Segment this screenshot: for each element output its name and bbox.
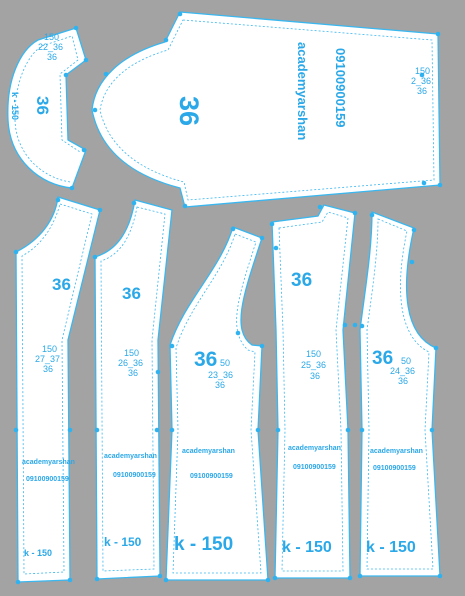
back-2-code: k - 150 <box>282 539 332 556</box>
collar-outline <box>7 27 87 189</box>
collar-piece[interactable]: 150 22_36 36 36 k - 150 <box>7 25 89 191</box>
back-1-outline <box>165 226 269 581</box>
collar-code-label: k - 150 <box>10 92 20 120</box>
back-2-phone: 09100900159 <box>293 464 336 471</box>
front-piece-1[interactable]: 36 150 27_37 36 academyarshan 0910090015… <box>13 196 103 585</box>
front-1-measure-2: 27_37 <box>35 354 60 364</box>
side-seam <box>366 218 434 570</box>
side-nodes <box>357 212 443 579</box>
sleeve-measure-3: 36 <box>417 86 427 96</box>
front-1-nodes <box>13 197 103 585</box>
side-measure-3: 36 <box>398 376 408 386</box>
sleeve-seam <box>99 19 435 201</box>
front-1-measure-1: 150 <box>42 344 57 354</box>
back-2-brand: academyarshan <box>288 445 341 452</box>
front-2-code: k - 150 <box>104 535 142 549</box>
front-1-brand: academyarshan <box>22 459 75 466</box>
front-1-size-label: 36 <box>52 275 71 294</box>
sleeve-nodes <box>92 11 443 209</box>
front-1-measure-3: 36 <box>43 364 53 374</box>
sleeve-measure-1: 150 <box>415 66 430 76</box>
back-2-measure-1: 150 <box>306 349 321 359</box>
front-1-phone: 09100900159 <box>26 476 69 483</box>
front-2-measure-3: 36 <box>128 368 138 378</box>
collar-nodes <box>63 25 89 191</box>
side-brand: academyarshan <box>370 448 423 455</box>
collar-seam <box>14 35 81 183</box>
back-1-brand: academyarshan <box>182 448 235 455</box>
collar-size-label: 36 <box>33 96 52 115</box>
side-measure-2: 24_36 <box>390 366 415 376</box>
side-outline <box>359 211 441 577</box>
front-1-seam <box>21 203 93 575</box>
back-1-size-label: 36 <box>194 348 217 371</box>
back-2-measure-3: 36 <box>310 371 320 381</box>
back-1-nodes <box>163 226 271 583</box>
front-1-outline <box>15 196 101 583</box>
front-piece-2[interactable]: 36 150 26_36 36 academyarshan 0910090015… <box>92 199 173 582</box>
front-2-size-label: 36 <box>122 284 141 303</box>
front-2-brand: academyarshan <box>104 453 157 460</box>
back-2-size-label: 36 <box>291 270 312 291</box>
collar-measure-1: 150 <box>44 32 59 42</box>
front-2-nodes <box>92 200 163 582</box>
back-2-measure-2: 25_36 <box>301 360 326 370</box>
back-piece-1[interactable]: 36 50 23_36 36 academyarshan 09100900159… <box>163 226 271 583</box>
side-piece[interactable]: 36 50 24_36 36 academyarshan 09100900159… <box>357 211 443 579</box>
back-1-code: k - 150 <box>174 534 233 555</box>
sleeve-phone: 09100900159 <box>333 48 348 128</box>
back-2-seam <box>278 211 349 572</box>
collar-measure-2: 22_36 <box>38 42 63 52</box>
back-piece-2[interactable]: 36 150 25_36 36 academyarshan 0910090015… <box>269 204 358 581</box>
front-2-outline <box>94 199 173 580</box>
back-1-measure-3: 36 <box>215 380 225 390</box>
back-1-seam <box>172 233 262 574</box>
sleeve-size-label: 36 <box>174 96 204 126</box>
back-2-nodes <box>269 204 358 581</box>
sleeve-outline <box>91 11 441 208</box>
side-measure-1: 50 <box>401 356 411 366</box>
front-2-seam <box>100 206 166 572</box>
back-1-phone: 09100900159 <box>190 473 233 480</box>
front-2-phone: 09100900159 <box>113 472 156 479</box>
side-code: k - 150 <box>366 539 416 556</box>
collar-measure-3: 36 <box>47 52 57 62</box>
back-1-measure-1: 50 <box>220 358 230 368</box>
sleeve-piece[interactable]: 36 academyarshan 09100900159 150 2_36 36 <box>91 11 443 209</box>
sleeve-brand: academyarshan <box>295 42 310 140</box>
side-phone: 09100900159 <box>373 465 416 472</box>
back-1-measure-2: 23_36 <box>208 370 233 380</box>
side-size-label: 36 <box>372 348 393 369</box>
front-1-code: k - 150 <box>24 548 52 558</box>
front-2-measure-2: 26_36 <box>118 358 143 368</box>
front-2-measure-1: 150 <box>124 348 139 358</box>
sleeve-measure-2: 2_36 <box>411 76 431 86</box>
